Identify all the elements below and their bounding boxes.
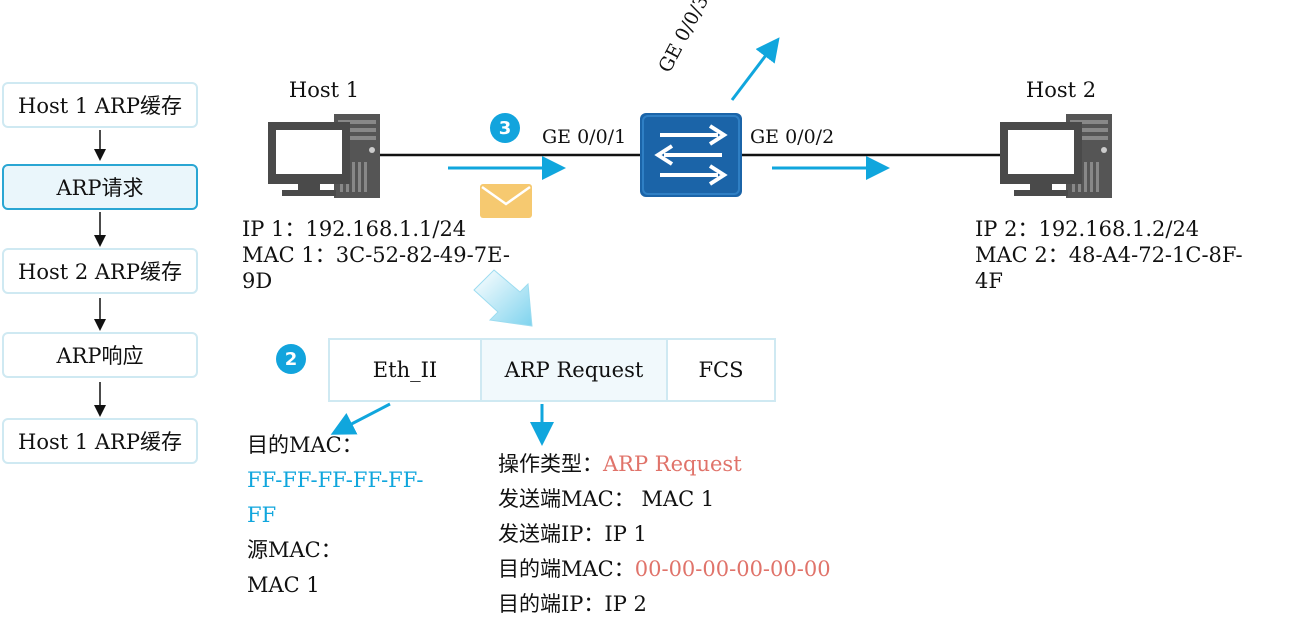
port-ge001: GE 0/0/1 <box>542 126 627 148</box>
step-badge-2: 2 <box>276 344 306 374</box>
host1-mac: MAC 1：3C-52-82-49-7E- <box>242 243 510 267</box>
frame-cell-arp: ARP Request <box>482 340 668 400</box>
eth-field-arrow <box>330 402 391 435</box>
envelope-icon <box>480 184 532 218</box>
eth-src-label: 源MAC： <box>247 538 342 562</box>
arp-target-mac-value: 00-00-00-00-00-00 <box>634 557 831 581</box>
arp-target-mac-row: 目的端MAC：00-00-00-00-00-00 <box>498 556 831 582</box>
arp-op-row: 操作类型：ARP Request <box>498 451 742 477</box>
pc-icon <box>1000 114 1112 198</box>
flow-step-host1-cache: Host 1 ARP缓存 <box>2 82 198 128</box>
host1-name: Host 1 <box>288 78 360 102</box>
down-arrow-icon <box>473 269 533 327</box>
arp-op-label: 操作类型： <box>498 452 603 476</box>
step-badge-3: 3 <box>490 113 520 143</box>
host1-mac-cont: 9D <box>242 269 273 293</box>
frame-cell-fcs: FCS <box>698 358 744 382</box>
eth-src-value: MAC 1 <box>247 573 320 597</box>
host1-ip: IP 1：192.168.1.1/24 <box>242 217 467 241</box>
frame-structure: Eth_II ARP Request FCS <box>328 338 776 402</box>
host2-mac: MAC 2：48-A4-72-1C-8F- <box>975 243 1243 267</box>
arp-sender-mac: 发送端MAC： MAC 1 <box>498 487 715 511</box>
host2-mac-cont: 4F <box>975 269 1003 293</box>
host2-ip: IP 2：192.168.1.2/24 <box>975 217 1200 241</box>
arp-op-value: ARP Request <box>603 452 742 476</box>
flow-arrow-to-ge003 <box>730 37 780 101</box>
arp-target-mac-label: 目的端MAC： <box>498 557 635 581</box>
host2-name: Host 2 <box>1025 78 1097 102</box>
port-ge002: GE 0/0/2 <box>750 126 835 148</box>
flow-step-host2-cache: Host 2 ARP缓存 <box>2 248 198 294</box>
flow-step-arp-request: ARP请求 <box>2 164 198 210</box>
flow-step-arp-reply: ARP响应 <box>2 332 198 378</box>
frame-cell-eth: Eth_II <box>330 340 482 400</box>
flow-step-host1-cache-final: Host 1 ARP缓存 <box>2 418 198 464</box>
pc-icon <box>268 114 380 198</box>
eth-dst-value-cont: FF <box>247 503 277 527</box>
arp-sender-ip: 发送端IP：IP 1 <box>498 522 647 546</box>
eth-dst-value: FF-FF-FF-FF-FF- <box>247 468 424 492</box>
arp-target-ip: 目的端IP：IP 2 <box>498 592 647 616</box>
eth-dst-label: 目的MAC： <box>247 433 363 457</box>
switch-icon <box>640 113 742 197</box>
